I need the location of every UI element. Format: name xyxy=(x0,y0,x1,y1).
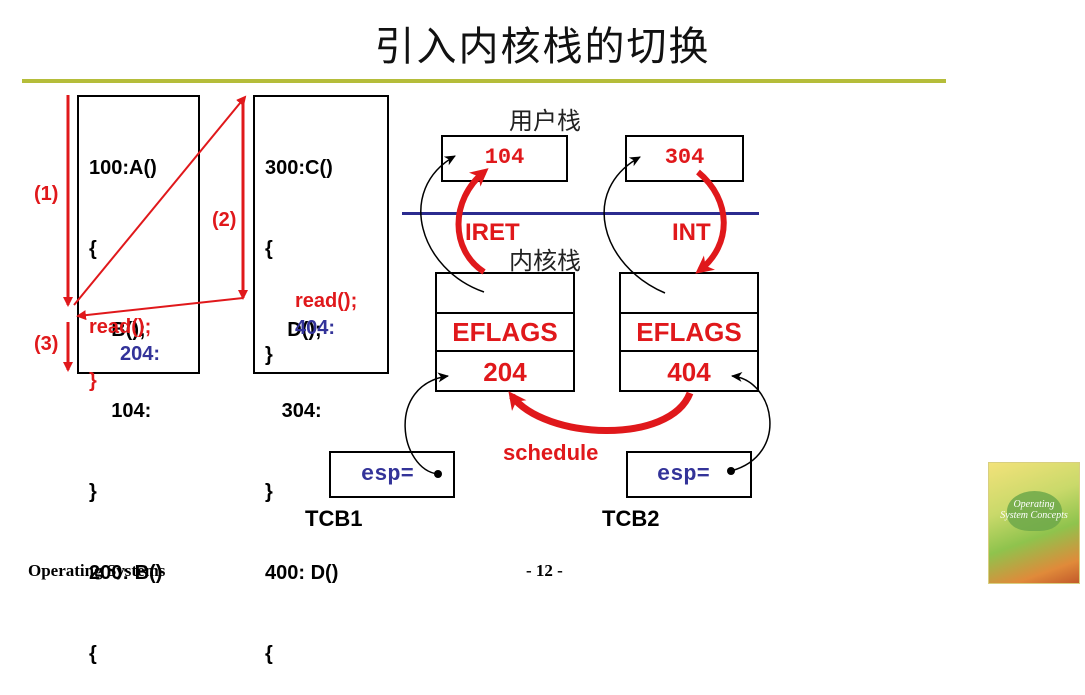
code-block-2-text: 300:C() { D(); 304: } 400: D() { xyxy=(265,101,338,695)
book-dinosaur-shape xyxy=(1007,491,1062,531)
step-label-2: (2) xyxy=(212,209,237,231)
schedule-label: schedule xyxy=(503,440,599,465)
step-label-3: (3) xyxy=(34,333,59,355)
kernel2-to-user2-link xyxy=(603,156,666,294)
code-line: { xyxy=(265,643,273,665)
user-stack-label: 用户栈 xyxy=(509,107,581,135)
title-underline xyxy=(22,79,946,83)
code-line: } xyxy=(89,481,97,503)
code-line: 400: D() xyxy=(265,562,339,584)
user-stack-2 xyxy=(625,135,744,182)
tcb1-esp: esp= xyxy=(361,462,414,487)
code-line: 300:C() xyxy=(265,157,333,179)
step-label-1: (1) xyxy=(34,183,59,205)
code-block-2-return: 404: xyxy=(295,317,336,339)
code-line: { xyxy=(89,238,97,260)
user-kernel-divider xyxy=(402,212,759,215)
code-block-1-closing: } xyxy=(89,370,97,392)
iret-label: IRET xyxy=(465,219,520,246)
code-line: D(); xyxy=(265,319,322,341)
return-to-a-arrow xyxy=(76,297,244,321)
slide-title: 引入内核栈的切换 xyxy=(374,24,711,70)
book-cover-title: Operating System Concepts xyxy=(1000,499,1068,521)
code-block-1-text: 100:A() { B(); 104: } 200: B() { xyxy=(89,101,162,695)
page-number: - 12 - xyxy=(526,561,563,580)
footer-course: Operating Systems xyxy=(28,561,166,580)
code-block-2-read: read(); xyxy=(295,290,358,312)
code-block-1-read: read(); xyxy=(89,316,152,338)
tcb1-esp-pointer xyxy=(404,372,449,475)
jump-to-c-arrow xyxy=(73,95,247,306)
code-line: 200: B() xyxy=(89,562,163,584)
tcb1-box xyxy=(329,451,455,498)
kernel1-to-user1-link xyxy=(420,155,485,293)
code-block-2 xyxy=(253,95,389,374)
kernel-stack-1-ret xyxy=(435,350,575,392)
tcb1-label: TCB1 xyxy=(305,506,363,531)
code-block-2-closing: } xyxy=(265,344,273,366)
code-line: } xyxy=(265,481,273,503)
user-stack-2-value: 304 xyxy=(664,145,705,170)
kernel-stack-label: 内核栈 xyxy=(509,247,581,275)
book-cover-image: Operating System Concepts xyxy=(988,462,1080,584)
code-line: 104: xyxy=(89,400,152,422)
code-line: 100:A() xyxy=(89,157,157,179)
schedule-arrow xyxy=(508,391,694,434)
diagram-arrows xyxy=(63,95,771,478)
code-line: { xyxy=(265,238,273,260)
kernel-stack-2-flags-text: EFLAGS xyxy=(636,317,742,347)
kernel-stack-2-ret-text: 404 xyxy=(667,357,711,387)
code-block-1-return: 204: xyxy=(120,343,161,365)
iret-arrow xyxy=(455,168,489,275)
code-line: 304: xyxy=(265,400,322,422)
kernel-stack-2-ret xyxy=(619,350,759,392)
code-block-1 xyxy=(77,95,200,374)
user-stack-1 xyxy=(441,135,568,182)
code-line: B(); xyxy=(89,319,146,341)
kernel-stack-1-ret-text: 204 xyxy=(483,357,527,387)
int-label: INT xyxy=(672,219,711,246)
tcb2-esp: esp= xyxy=(657,462,710,487)
tcb2-esp-pointer xyxy=(730,371,771,472)
tcb2-label: TCB2 xyxy=(602,506,660,531)
kernel-stack-1-flags-text: EFLAGS xyxy=(452,317,558,347)
int-arrow xyxy=(695,169,727,274)
user-stack-1-value: 104 xyxy=(484,145,525,170)
code-line: { xyxy=(89,643,97,665)
